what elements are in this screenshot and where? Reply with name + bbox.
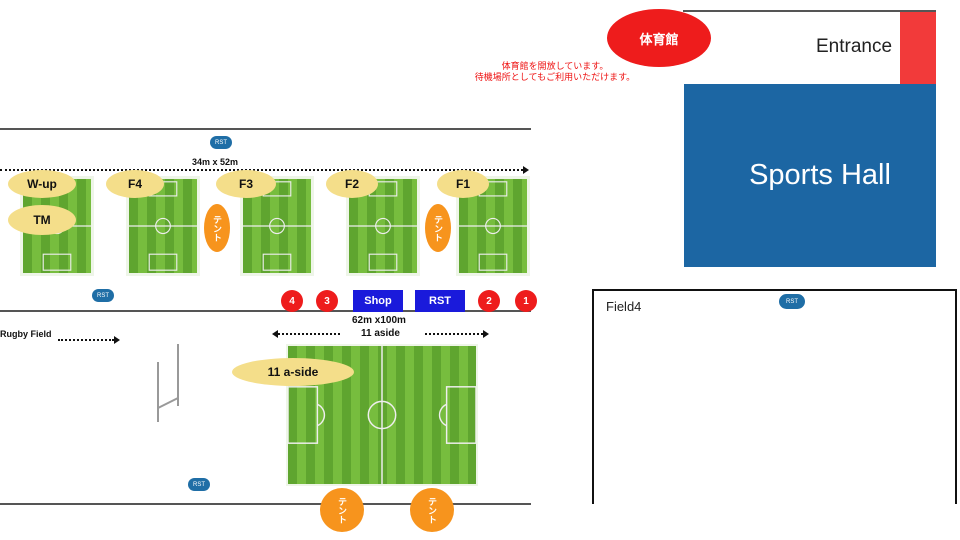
gym-notice-line-2: 待機場所としてもご利用いただけます。	[474, 72, 636, 82]
entrance-label: Entrance	[816, 36, 893, 57]
dimension-large: 62m x100m	[352, 315, 406, 326]
marker-3: 3	[316, 290, 338, 312]
arrow-head-right-icon	[523, 166, 529, 174]
gym-top-border	[683, 10, 936, 12]
rst-marker-left: RST	[92, 289, 114, 302]
sports-hall-label: Sports Hall	[749, 159, 891, 191]
marker-4: 4	[281, 290, 303, 312]
pill-f3: F3	[216, 170, 276, 198]
rugby-goalpost-icon	[157, 344, 179, 422]
marker-1: 1	[515, 290, 537, 312]
pill-tm: TM	[8, 205, 76, 235]
rst-box: RST	[415, 290, 465, 312]
rst-marker-field4: RST	[779, 294, 805, 309]
boundary-line-bottom	[0, 503, 531, 505]
rst-marker-top: RST	[210, 136, 232, 149]
width-arrow-top	[0, 169, 523, 171]
tent-2: テント	[425, 204, 451, 252]
boundary-line-middle	[0, 310, 531, 312]
field4-label: Field4	[606, 299, 642, 314]
gym-notice-line-1: 体育館を開放しています。	[501, 61, 609, 71]
sports-hall: Sports Hall	[684, 84, 936, 267]
rugby-field-label: Rugby Field	[0, 329, 52, 339]
rugby-arrow	[58, 339, 114, 341]
entrance-door	[900, 12, 936, 84]
gym-badge: 体育館	[607, 9, 711, 67]
gym-notice: 体育館を開放しています。 待機場所としてもご利用いただけます。	[455, 61, 655, 83]
entrance-area: Entrance	[684, 12, 900, 84]
pill-eleven-aside: 11 a-side	[232, 358, 354, 386]
boundary-line-top	[0, 128, 531, 130]
pitch-f1	[456, 176, 530, 276]
tent-3: テント	[320, 488, 364, 532]
arrow-head-right-icon	[114, 336, 120, 344]
field4-area: Field4	[592, 289, 957, 504]
marker-2: 2	[478, 290, 500, 312]
tent-4: テント	[410, 488, 454, 532]
eleven-aside-text: 11 aside	[361, 328, 400, 339]
pill-f2: F2	[326, 170, 378, 198]
arrow-head-left-icon	[272, 330, 278, 338]
gym-badge-label: 体育館	[639, 31, 679, 47]
width-arrow-left	[278, 333, 340, 335]
pill-f4: F4	[106, 170, 164, 198]
pill-f1: F1	[437, 170, 489, 198]
pill-wup: W-up	[8, 170, 76, 198]
rst-marker-bottom: RST	[188, 478, 210, 491]
dimension-small: 34m x 52m	[192, 157, 239, 167]
tent-1: テント	[204, 204, 230, 252]
arrow-head-right-icon	[483, 330, 489, 338]
shop-box: Shop	[353, 290, 403, 312]
width-arrow-right	[425, 333, 483, 335]
